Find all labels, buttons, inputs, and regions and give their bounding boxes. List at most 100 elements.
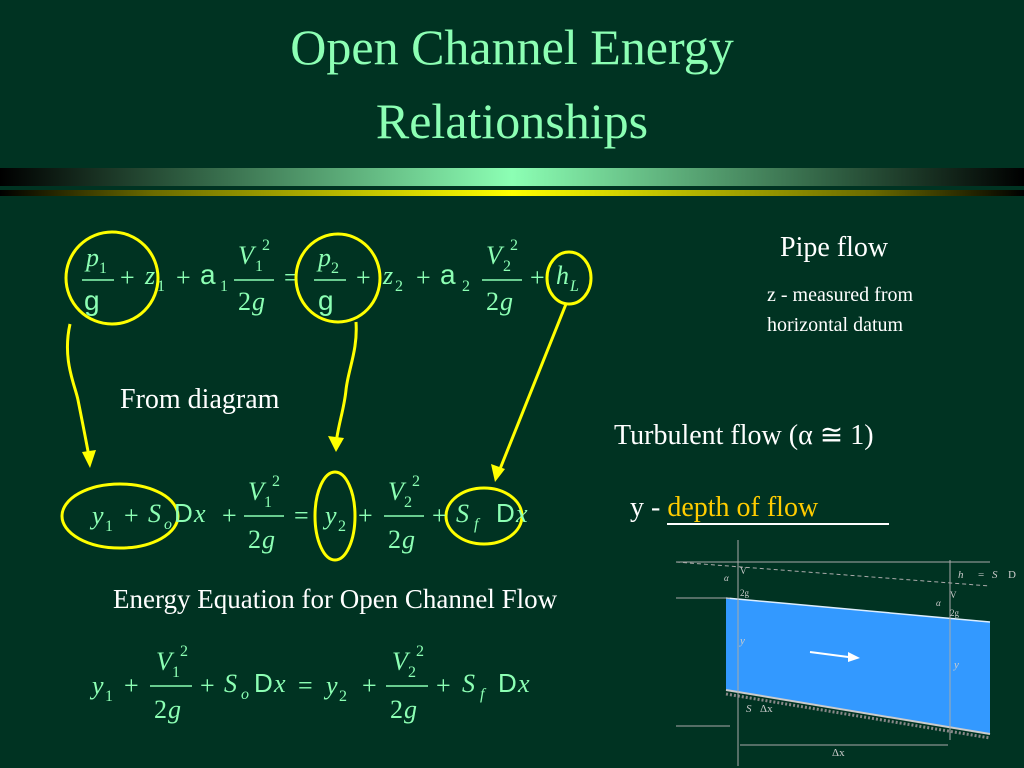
svg-text:2: 2 (462, 278, 470, 295)
svg-text:+: + (416, 263, 431, 292)
svg-text:Δx: Δx (832, 747, 845, 759)
svg-text:g: g (500, 287, 513, 316)
svg-text:1: 1 (157, 278, 165, 295)
svg-text:g: g (404, 695, 417, 724)
svg-text:1: 1 (105, 518, 113, 535)
svg-text:+: + (356, 263, 371, 292)
svg-text:2: 2 (272, 473, 280, 490)
divider-bar (0, 168, 1024, 186)
svg-text:2: 2 (262, 237, 270, 254)
svg-text:y: y (322, 501, 337, 530)
svg-text:α: α (724, 573, 729, 583)
svg-text:2: 2 (238, 287, 251, 316)
turbulent-flow-label: Turbulent flow (α ≅ 1) (614, 420, 874, 451)
highlight-annotations (60, 230, 593, 562)
svg-text:2g: 2g (950, 608, 960, 618)
svg-text:+: + (358, 501, 373, 530)
svg-text:+: + (530, 263, 545, 292)
svg-text:y: y (89, 501, 104, 530)
svg-text:h: h (556, 261, 569, 290)
svg-text:S: S (224, 669, 237, 698)
slide-title-line2: Relationships (375, 93, 649, 149)
svg-text:g: g (168, 695, 181, 724)
svg-text:D: D (174, 498, 193, 528)
svg-text:y: y (953, 659, 959, 671)
svg-text:Δx: Δx (760, 703, 773, 715)
svg-text:V: V (238, 241, 257, 270)
from-diagram-label: From diagram (120, 384, 280, 415)
svg-text:+: + (362, 671, 377, 700)
svg-text:g: g (252, 287, 265, 316)
svg-text:=: = (298, 671, 313, 700)
svg-text:g: g (84, 285, 100, 316)
svg-text:a: a (440, 259, 456, 290)
svg-text:+: + (432, 501, 447, 530)
svg-text:2: 2 (339, 688, 347, 705)
svg-text:V: V (392, 647, 411, 676)
slide-title-line1: Open Channel Energy (290, 19, 734, 75)
svg-text:2: 2 (412, 473, 420, 490)
svg-text:o: o (164, 516, 172, 533)
svg-text:S: S (746, 703, 752, 715)
svg-text:=: = (294, 501, 309, 530)
svg-text:S: S (148, 499, 161, 528)
svg-text:1: 1 (105, 688, 113, 705)
svg-text:p: p (84, 243, 99, 272)
svg-text:V: V (388, 477, 407, 506)
svg-text:g: g (402, 525, 415, 554)
svg-text:2: 2 (338, 518, 346, 535)
divider-line (0, 190, 1024, 196)
svg-text:g: g (318, 285, 334, 316)
svg-text:2: 2 (486, 287, 499, 316)
svg-text:2: 2 (331, 260, 339, 277)
y-definition: y - depth of flow (630, 492, 890, 525)
y-answer: depth of flow (667, 493, 890, 525)
svg-text:D: D (498, 668, 517, 698)
svg-text:L: L (569, 278, 579, 295)
pipe-flow-label: Pipe flow (780, 232, 889, 263)
z-note-line1: z - measured from (767, 284, 914, 306)
svg-text:f: f (480, 686, 487, 703)
svg-text:f: f (474, 516, 481, 533)
arrow-heads (82, 436, 505, 482)
svg-text:h: h (958, 569, 964, 581)
svg-text:1: 1 (264, 494, 272, 511)
svg-text:D: D (1008, 569, 1016, 581)
svg-text:V: V (740, 566, 747, 576)
svg-text:g: g (262, 525, 275, 554)
svg-text:2: 2 (180, 643, 188, 660)
svg-text:1: 1 (255, 258, 263, 275)
svg-text:=: = (978, 569, 984, 581)
svg-text:α: α (936, 598, 941, 608)
y-prefix: y - (630, 492, 668, 523)
svg-text:2: 2 (404, 494, 412, 511)
svg-text:x: x (193, 499, 206, 528)
svg-text:o: o (241, 686, 249, 703)
energy-equation-label: Energy Equation for Open Channel Flow (113, 584, 558, 614)
svg-text:V: V (950, 590, 957, 600)
svg-text:D: D (254, 668, 273, 698)
svg-text:2: 2 (510, 237, 518, 254)
svg-text:1: 1 (220, 278, 228, 295)
svg-text:+: + (124, 501, 139, 530)
svg-text:S: S (462, 669, 475, 698)
svg-text:p: p (316, 243, 331, 272)
svg-text:z: z (382, 261, 393, 290)
svg-text:2: 2 (503, 258, 511, 275)
svg-text:2: 2 (416, 643, 424, 660)
svg-text:+: + (436, 671, 451, 700)
svg-text:2: 2 (395, 278, 403, 295)
svg-text:+: + (222, 501, 237, 530)
svg-text:2: 2 (154, 695, 167, 724)
svg-text:V: V (486, 241, 505, 270)
svg-text:1: 1 (172, 664, 180, 681)
svg-text:+: + (120, 263, 135, 292)
svg-text:y: y (89, 671, 104, 700)
svg-text:2: 2 (248, 525, 261, 554)
z-note-line2: horizontal datum (767, 314, 904, 336)
svg-text:x: x (517, 669, 530, 698)
